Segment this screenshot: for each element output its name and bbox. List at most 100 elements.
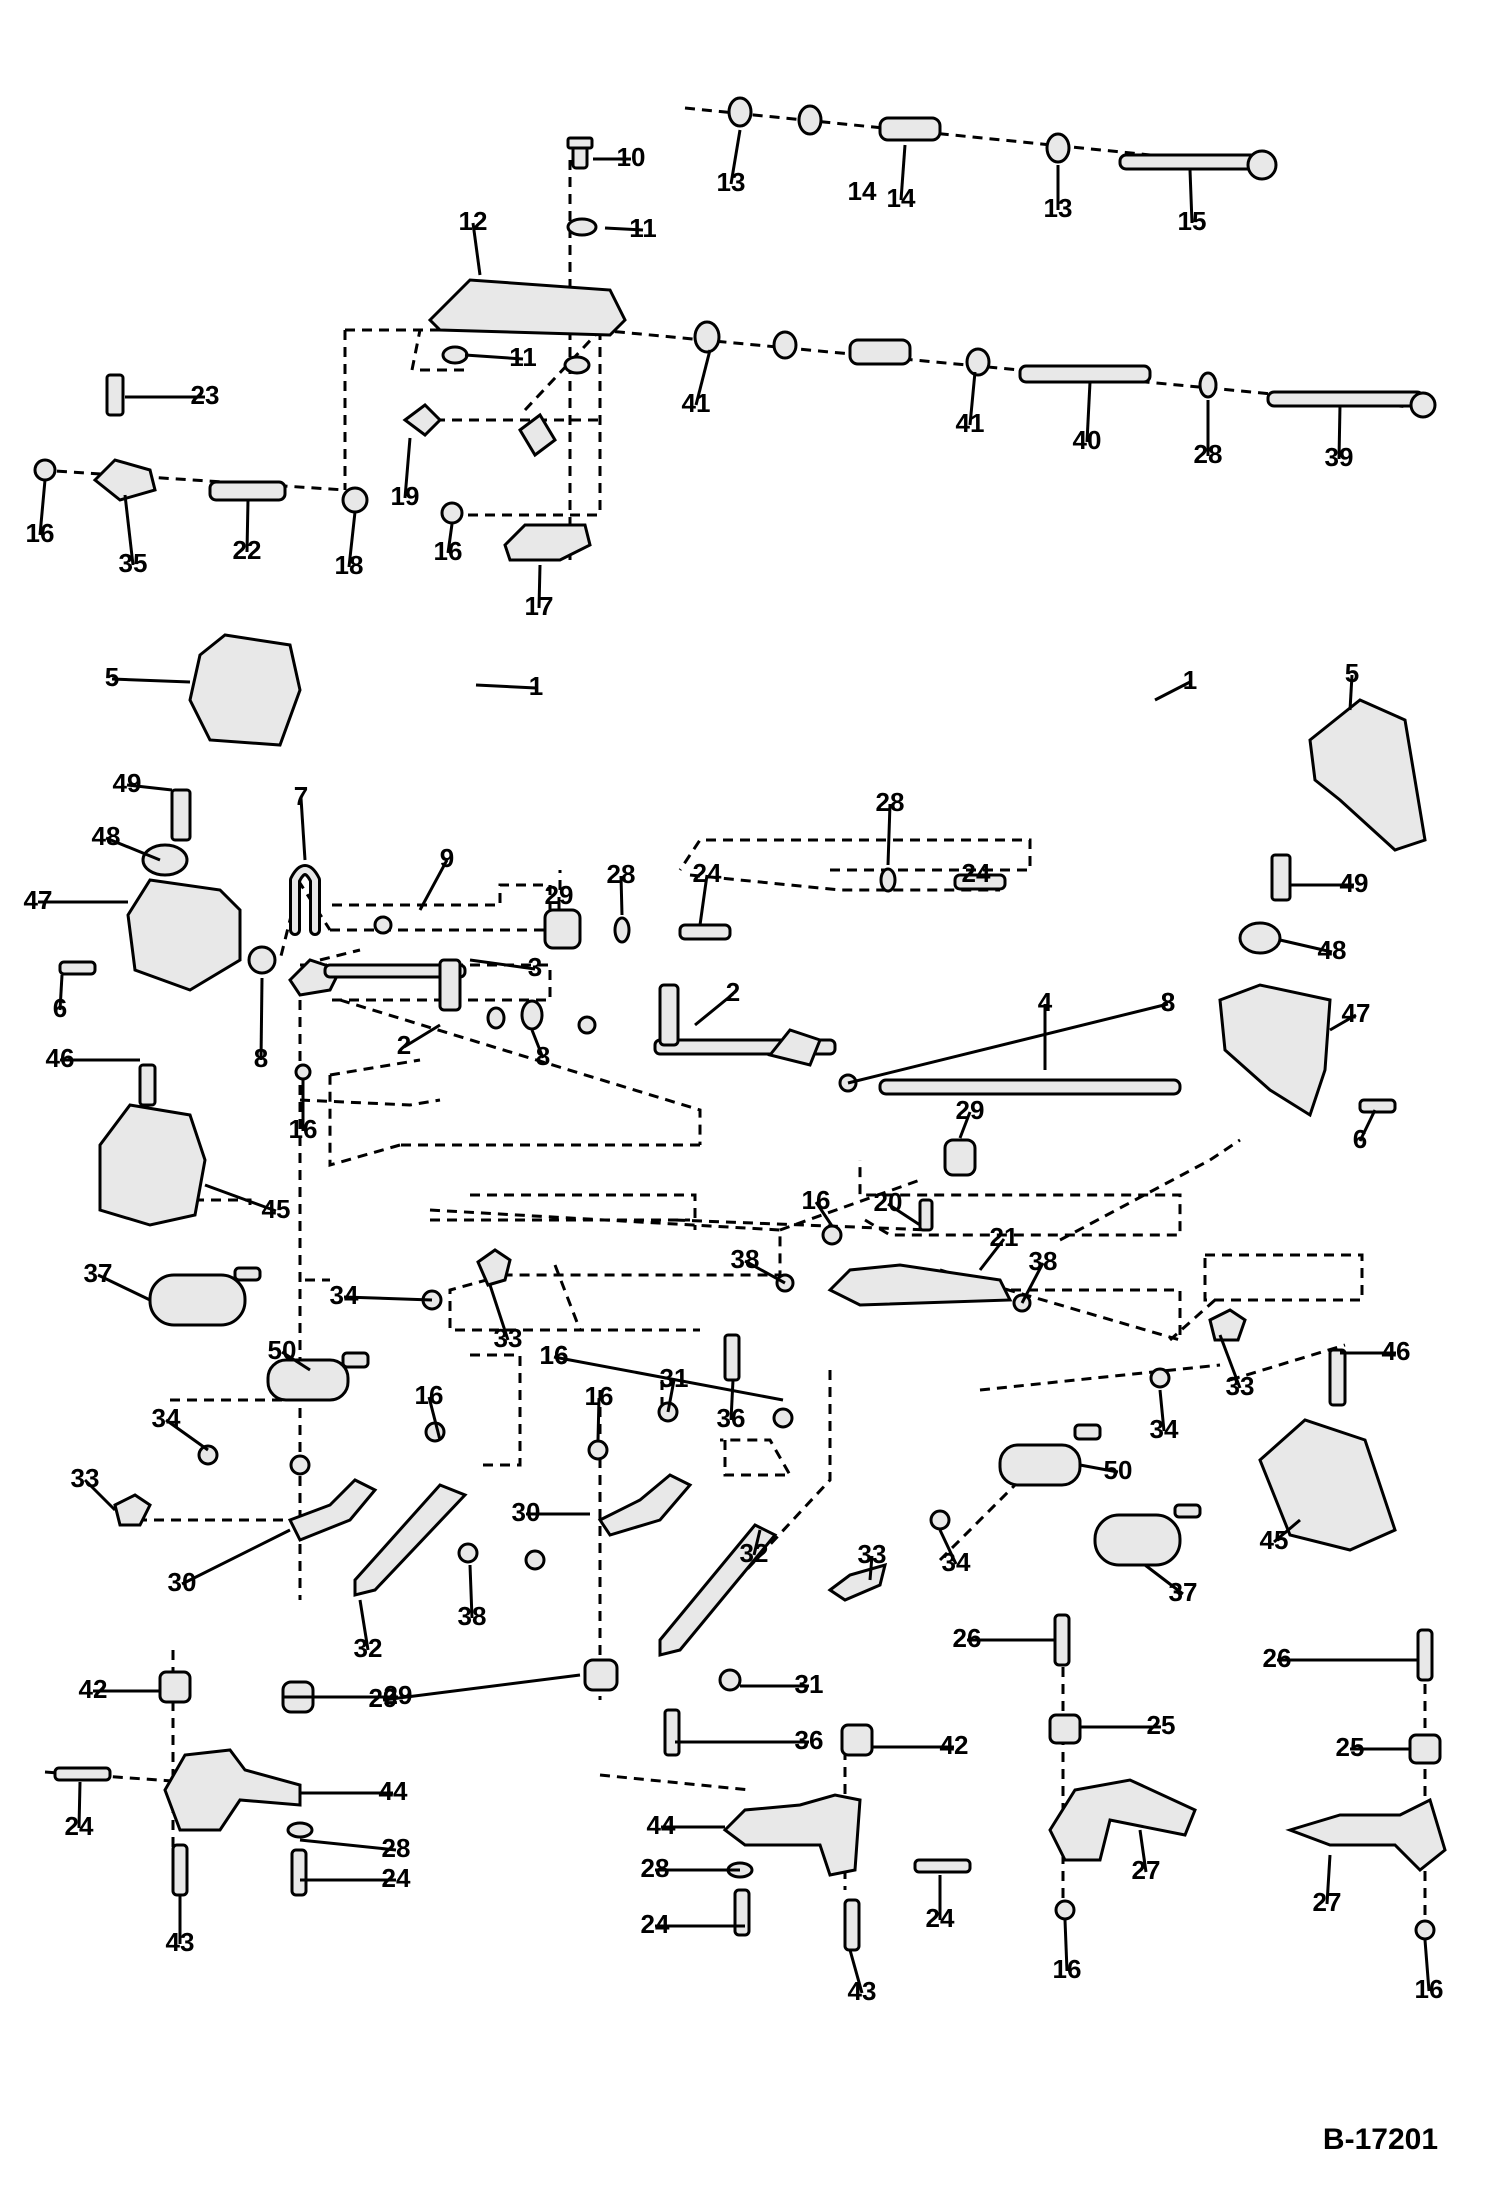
callout-label: 50: [1104, 1455, 1133, 1485]
dashed-line-53: [299, 1098, 441, 1107]
leader-line: [1218, 1334, 1242, 1389]
part-2-arm-left: [323, 963, 467, 979]
part-11-b: [441, 345, 469, 365]
callout-label: 15: [1178, 206, 1207, 236]
callout-label: 30: [168, 1567, 197, 1597]
part-37-cylinder-right: [1093, 1513, 1182, 1567]
part-41-b: [772, 330, 798, 360]
leader-line: [469, 958, 536, 971]
leader-line: [1158, 1389, 1166, 1432]
part-24-f: [733, 1888, 751, 1937]
callout-label: 44: [379, 1776, 408, 1806]
callout-label: 16: [434, 536, 463, 566]
leader-line: [259, 977, 264, 1061]
part-9-nut: [373, 915, 393, 935]
callout-label: 33: [71, 1463, 100, 1493]
callout-label: 46: [1382, 1336, 1411, 1366]
leader-line: [847, 1002, 1169, 1085]
callout-label: 18: [335, 550, 364, 580]
callout-label: 11: [509, 342, 537, 372]
callout-label: 34: [942, 1547, 971, 1577]
part-15-head: [1246, 149, 1278, 181]
part-48-clip-right: [1238, 921, 1282, 955]
dashed-line-52: [979, 1363, 1221, 1392]
callout-label: 7: [294, 781, 308, 811]
callout-leader-lines: [38, 129, 1431, 1994]
callout-label: 41: [956, 408, 985, 438]
leader-line: [619, 875, 624, 916]
callout-label: 10: [617, 142, 646, 172]
part-45-plate-right: [1258, 1418, 1397, 1552]
leader-line: [204, 1183, 277, 1213]
part-15-shaft: [1118, 153, 1262, 171]
part-48-clip-left: [141, 843, 189, 877]
callout-label: 3: [528, 952, 542, 982]
part-27-a: [1048, 1778, 1197, 1862]
callout-label: 47: [24, 885, 53, 915]
callout-label: 29: [956, 1095, 985, 1125]
leader-line: [126, 783, 173, 792]
part-22-pin: [208, 480, 287, 502]
part-41-c: [965, 347, 991, 377]
part-34-b: [197, 1444, 219, 1466]
dashed-line-38: [470, 1353, 522, 1467]
callout-label: 28: [382, 1833, 411, 1863]
leader-line: [537, 564, 542, 609]
part-49-bolt-left: [170, 788, 192, 842]
callout-label: 5: [105, 662, 119, 692]
part-6-bolt-left: [58, 960, 97, 976]
part-11-a: [566, 217, 598, 237]
leader-line: [1358, 1109, 1377, 1142]
part-36-bolt-b: [663, 1708, 681, 1757]
leader-line: [814, 1201, 834, 1227]
dashed-line-27: [448, 1273, 700, 1332]
dashed-line-19: [678, 838, 1032, 872]
callout-label: 42: [79, 1674, 108, 1704]
leader-line: [1020, 1262, 1045, 1304]
part-33-b: [113, 1493, 152, 1527]
dashed-line-35: [1169, 1298, 1216, 1342]
callout-label: 36: [795, 1725, 824, 1755]
leader-line: [111, 677, 191, 684]
part-24-c: [53, 1766, 112, 1782]
part-26-b: [1416, 1628, 1434, 1682]
part-16-b: [33, 458, 57, 482]
callout-label: 41: [682, 388, 711, 418]
leader-line: [938, 1529, 958, 1565]
part-16-a: [440, 501, 464, 525]
part-2-clevis-right: [767, 1028, 822, 1067]
dashed-line-29: [935, 1268, 1182, 1342]
callout-label: 36: [717, 1403, 746, 1433]
callout-label: 45: [262, 1194, 291, 1224]
callout-label: 38: [1029, 1246, 1058, 1276]
part-28-d: [286, 1821, 314, 1839]
part-50-stem-left: [341, 1351, 370, 1369]
part-16-c: [294, 1063, 312, 1081]
callout-label: 31: [660, 1363, 689, 1393]
callout-label: 28: [876, 787, 905, 817]
part-14-a: [878, 116, 942, 142]
part-29-a: [543, 908, 582, 950]
part-28-c: [879, 867, 897, 893]
leader-line: [105, 836, 161, 862]
leader-line: [418, 859, 449, 911]
parts-drawing: [33, 98, 1447, 1952]
leader-line: [97, 1273, 151, 1302]
callout-label: 26: [953, 1623, 982, 1653]
callout-label: 20: [874, 1187, 903, 1217]
callout-label: 16: [415, 1380, 444, 1410]
assembly-dashed-lines: [39, 106, 1427, 1920]
callout-label: 24: [65, 1811, 94, 1841]
leader-line: [281, 1350, 311, 1372]
part-33-c: [1208, 1308, 1247, 1342]
leader-line: [899, 144, 907, 201]
leader-line: [83, 1478, 117, 1512]
part-14-b: [848, 338, 912, 366]
part-23-bolt: [105, 373, 125, 417]
leader-line: [123, 494, 135, 566]
leader-line: [729, 1379, 735, 1421]
callout-label: 21: [990, 1222, 1019, 1252]
part-16-h: [772, 1407, 794, 1429]
